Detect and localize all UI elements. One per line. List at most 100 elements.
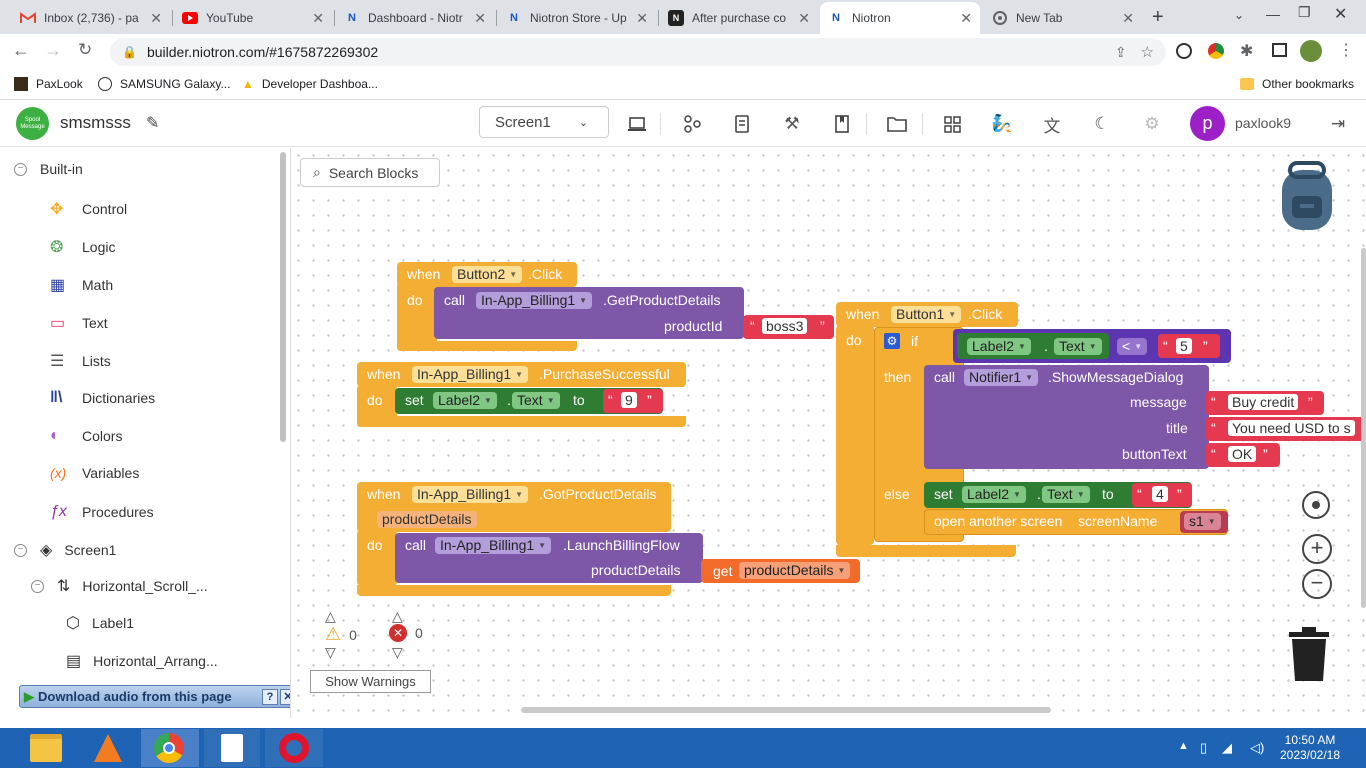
mutator-gear-icon[interactable]: ⚙: [884, 333, 900, 349]
translate-icon[interactable]: 文: [1043, 116, 1061, 136]
text-value[interactable]: boss3: [762, 318, 808, 334]
tab-gmail[interactable]: Inbox (2,736) - pa ✕: [12, 4, 170, 32]
star-icon[interactable]: ☆: [1140, 44, 1154, 61]
chrome-taskbar-button[interactable]: [141, 729, 199, 767]
minimize-icon[interactable]: —: [1266, 6, 1280, 22]
opera-taskbar-button[interactable]: [265, 729, 323, 767]
blocks-workspace[interactable]: ⌕ Search Blocks when Button2▼ .Click do …: [291, 148, 1366, 718]
screen-dropdown[interactable]: s1▼: [1184, 513, 1221, 530]
screen-select[interactable]: Screen1 ⌄: [479, 106, 609, 138]
tab-niotron-store[interactable]: N Niotron Store - Up ✕: [498, 4, 656, 32]
document-icon[interactable]: [730, 112, 754, 136]
tree-label1[interactable]: ⬡ Label1: [66, 613, 134, 633]
restore-icon[interactable]: ❐: [1298, 4, 1311, 20]
bookmark-developer[interactable]: ▲ Developer Dashboa...: [242, 77, 378, 91]
tab-search-icon[interactable]: ⌄: [1234, 8, 1245, 22]
event-parameter[interactable]: productDetails: [377, 511, 477, 528]
user-avatar[interactable]: p: [1190, 106, 1225, 141]
component-dropdown[interactable]: In-App_Billing1▼: [412, 486, 529, 503]
tab-dashboard[interactable]: N Dashboard - Niotr ✕: [336, 4, 494, 32]
extension-icon[interactable]: [1176, 43, 1192, 59]
text-value[interactable]: 5: [1176, 338, 1192, 354]
category-procedures[interactable]: ƒx Procedures: [50, 503, 154, 521]
close-icon[interactable]: ✕: [636, 9, 648, 26]
file-explorer-icon[interactable]: [30, 734, 62, 762]
bookmark-paxlook[interactable]: PaxLook: [14, 77, 83, 91]
search-blocks-button[interactable]: ⌕ Search Blocks: [300, 158, 440, 187]
tree-horizontal-arrangement[interactable]: ▤ Horizontal_Arrang...: [66, 651, 218, 671]
backpack-icon[interactable]: [1276, 160, 1338, 232]
extension-icon-2[interactable]: [1208, 43, 1224, 59]
dark-mode-icon[interactable]: ☾: [1094, 114, 1110, 133]
collapse-icon[interactable]: −: [14, 543, 27, 557]
trash-icon[interactable]: [1287, 626, 1331, 682]
close-icon[interactable]: ✕: [1122, 9, 1134, 26]
settings-gear-icon[interactable]: ⚙: [1144, 114, 1160, 133]
category-variables[interactable]: (x) Variables: [50, 465, 139, 481]
close-icon[interactable]: ✕: [960, 9, 972, 26]
component-dropdown[interactable]: Notifier1▼: [964, 369, 1039, 386]
component-dropdown[interactable]: Label2▼: [962, 486, 1026, 503]
component-dropdown[interactable]: In-App_Billing1▼: [476, 292, 593, 309]
folder-icon[interactable]: [885, 112, 909, 136]
collapse-icon[interactable]: −: [31, 579, 44, 593]
property-dropdown[interactable]: Text▼: [512, 392, 560, 409]
error-down-icon[interactable]: ▽: [392, 644, 403, 660]
warning-down-icon[interactable]: ▽: [325, 644, 336, 660]
warning-up-icon[interactable]: △: [325, 608, 336, 624]
property-dropdown[interactable]: Text▼: [1054, 338, 1102, 355]
notepad-taskbar-button[interactable]: [204, 729, 260, 767]
workspace-vertical-scrollbar[interactable]: [1361, 248, 1366, 608]
components-icon[interactable]: [680, 112, 704, 136]
share-icon[interactable]: ⇪: [1114, 43, 1127, 60]
book-icon[interactable]: [830, 112, 854, 136]
help-icon[interactable]: ?: [262, 688, 278, 705]
error-up-icon[interactable]: △: [392, 608, 403, 624]
tray-chevron-icon[interactable]: ▲: [1178, 740, 1189, 752]
recenter-icon[interactable]: [1302, 491, 1330, 519]
tab-new-tab[interactable]: New Tab ✕: [984, 4, 1142, 32]
tree-screen1[interactable]: − ◈ Screen1: [14, 540, 116, 560]
component-dropdown[interactable]: Button1▼: [891, 306, 962, 323]
close-icon[interactable]: ✕: [474, 9, 486, 26]
laptop-icon[interactable]: [625, 112, 649, 136]
component-dropdown[interactable]: Button2▼: [452, 266, 523, 283]
signal-icon[interactable]: ◢: [1222, 740, 1232, 755]
ai-assistant-icon[interactable]: 🧞: [991, 114, 1013, 133]
variable-dropdown[interactable]: productDetails▼: [739, 562, 851, 579]
edit-pencil-icon[interactable]: ✎: [146, 115, 160, 132]
tools-icon[interactable]: ⚒: [784, 114, 800, 133]
address-bar[interactable]: 🔒 builder.niotron.com/#1675872269302 ⇪ ☆: [110, 38, 1166, 66]
grid-icon[interactable]: [940, 112, 964, 136]
workspace-horizontal-scrollbar[interactable]: [521, 707, 1051, 713]
component-dropdown[interactable]: Label2▼: [433, 392, 497, 409]
puzzle-icon[interactable]: ✱: [1240, 43, 1254, 60]
battery-icon[interactable]: ▯: [1200, 740, 1208, 755]
category-lists[interactable]: ☰ Lists: [50, 351, 111, 371]
logout-icon[interactable]: ⇥: [1330, 114, 1346, 133]
sidepanel-icon[interactable]: [1272, 43, 1287, 57]
zoom-out-icon[interactable]: −: [1302, 569, 1332, 599]
collapse-icon[interactable]: −: [14, 162, 27, 176]
tab-niotron-active[interactable]: N Niotron ✕: [820, 2, 980, 34]
property-dropdown[interactable]: Text▼: [1042, 486, 1090, 503]
app-logo[interactable]: Spool Message: [16, 107, 49, 140]
download-audio-bar[interactable]: ▶ Download audio from this page ? ✕: [19, 685, 299, 708]
panel-scrollbar[interactable]: [280, 152, 286, 442]
component-dropdown[interactable]: In-App_Billing1▼: [435, 537, 552, 554]
text-value[interactable]: Buy credit: [1228, 394, 1299, 410]
text-value[interactable]: You need USD to s: [1228, 420, 1355, 436]
tab-youtube[interactable]: YouTube ✕: [174, 4, 332, 32]
category-dictionaries[interactable]: ‖\ Dictionaries: [50, 389, 155, 407]
category-colors[interactable]: ◐ Colors: [50, 427, 122, 445]
clock[interactable]: 10:50 AM 2023/02/18: [1274, 733, 1346, 763]
tree-horizontal-scroll[interactable]: − ⇅ Horizontal_Scroll_...: [31, 576, 208, 596]
category-math[interactable]: ▦ Math: [50, 275, 113, 295]
zoom-in-icon[interactable]: +: [1302, 534, 1332, 564]
close-icon[interactable]: ✕: [312, 9, 324, 26]
open-screen-block[interactable]: [924, 509, 1228, 535]
category-control[interactable]: ✥ Control: [50, 199, 127, 219]
other-bookmarks[interactable]: Other bookmarks: [1240, 77, 1354, 91]
window-close-icon[interactable]: ✕: [1334, 6, 1348, 23]
reload-icon[interactable]: ↻: [78, 40, 93, 59]
